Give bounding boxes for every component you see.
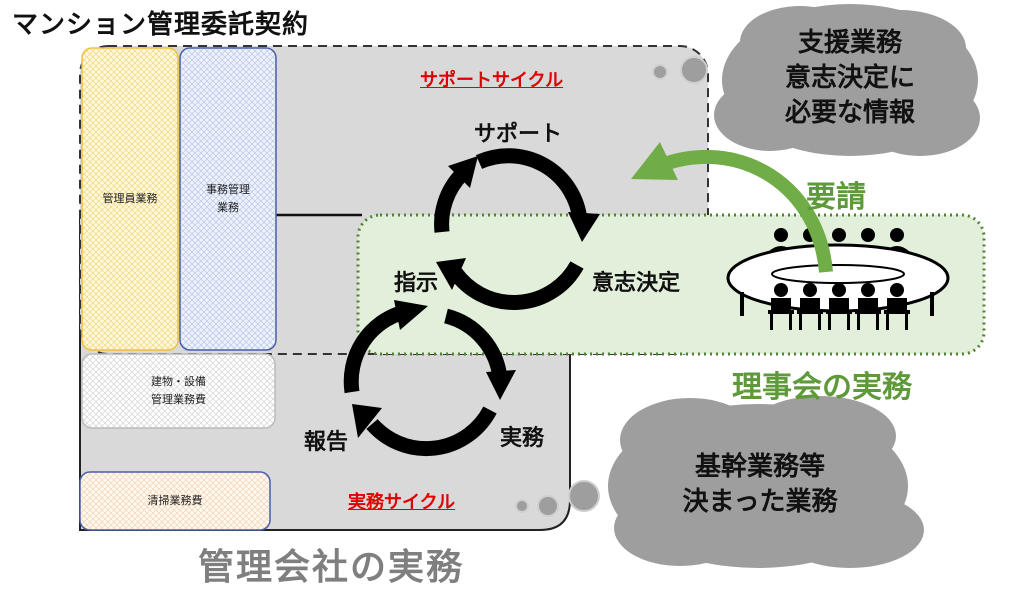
meeting-table-icon — [726, 228, 950, 330]
manager-cell: 管理員業務 — [82, 48, 178, 350]
decision-label: 意志決定 — [592, 271, 681, 296]
cloud-top-line3: 必要な情報 — [784, 98, 915, 128]
building-cell: 建物・設備 管理業務費 — [82, 354, 275, 428]
office-label-line1: 事務管理 — [206, 183, 250, 196]
cloud-top-line1: 支援業務 — [797, 28, 902, 58]
support-cycle-title: サポートサイクル — [420, 70, 564, 91]
instruction-label: 指示 — [394, 271, 439, 296]
office-cell: 事務管理 業務 — [180, 48, 276, 350]
curved-arrow-icon — [631, 142, 833, 273]
manager-cell-bg — [81, 47, 179, 351]
cleaning-cell: 清掃業務費 — [80, 472, 270, 530]
company-work-label: 管理会社の実務 — [198, 547, 465, 588]
work-cycle-title: 実務サイクル — [348, 492, 456, 513]
cleaning-cell-bg — [79, 471, 271, 531]
office-cell-bg — [179, 47, 277, 351]
cloud-bottom-line2: 決まった業務 — [682, 487, 838, 517]
support-label: サポート — [474, 122, 563, 147]
cloud-top — [652, 4, 980, 156]
cleaning-label: 清掃業務費 — [147, 494, 203, 507]
request-label: 要請 — [806, 180, 866, 215]
work-cycle-heads — [352, 300, 516, 438]
cloud-top-text: 支援業務 意志決定に 必要な情報 — [760, 26, 940, 131]
work-cycle-arrows — [343, 304, 508, 457]
cloud-top-line2: 意志決定に — [784, 63, 915, 93]
cloud-bottom — [515, 396, 924, 568]
report-label: 報告 — [304, 430, 349, 455]
building-cell-bg — [81, 353, 276, 429]
building-label-line2: 管理業務費 — [151, 393, 206, 406]
cloud-bottom-line1: 基幹業務等 — [694, 452, 825, 482]
building-label-line1: 建物・設備 — [151, 375, 206, 388]
work-label: 実務 — [500, 426, 545, 451]
board-work-label: 理事会の実務 — [732, 370, 912, 405]
cloud-bottom-text: 基幹業務等 決まった業務 — [660, 450, 860, 520]
office-label-line2: 業務 — [217, 201, 239, 214]
support-cycle-heads — [436, 156, 600, 290]
support-cycle-arrows — [434, 148, 588, 310]
page-title: マンション管理委託契約 — [12, 10, 310, 40]
manager-label: 管理員業務 — [102, 192, 158, 205]
